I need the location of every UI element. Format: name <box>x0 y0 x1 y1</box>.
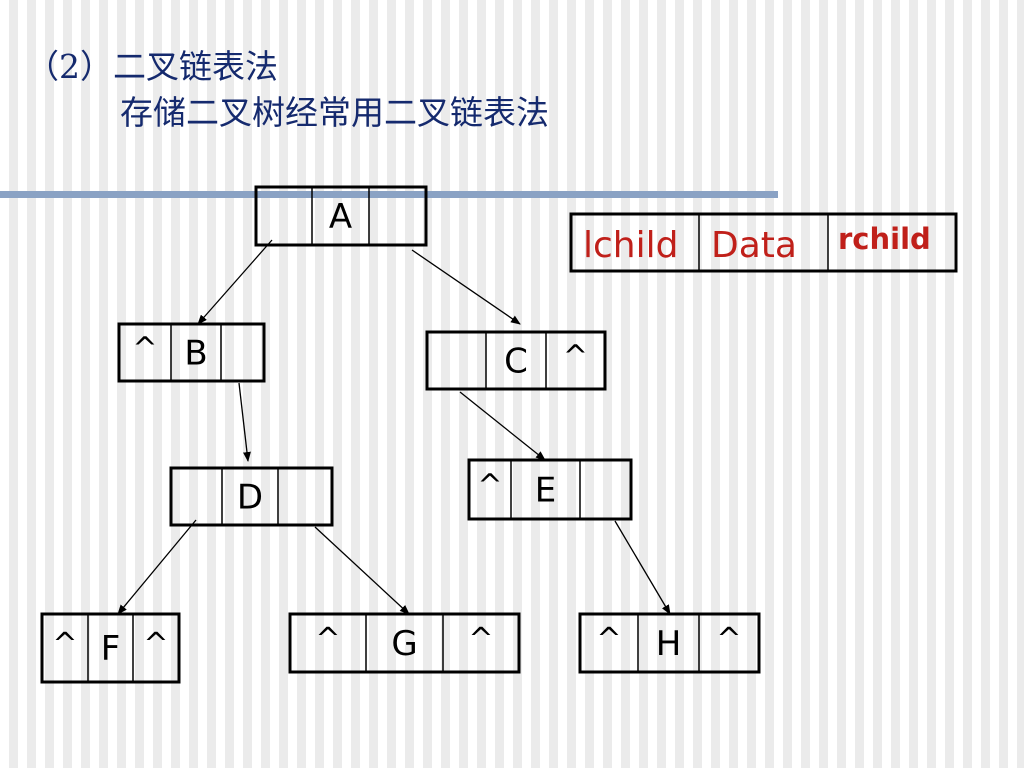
node-c: C^ <box>425 330 607 391</box>
node-f-data: F <box>101 629 121 669</box>
node-b: ^B <box>117 322 266 383</box>
node-e-data: E <box>535 471 556 511</box>
legend-rchild-label: rchild <box>838 222 931 256</box>
edge-a-b <box>197 239 273 325</box>
node-c-right-pointer: ^ <box>563 340 588 375</box>
legend-lchild-label: lchild <box>583 225 678 266</box>
edge-d-f <box>117 519 197 615</box>
node-h-right-pointer: ^ <box>716 622 741 657</box>
edge-c-e <box>459 391 546 461</box>
node-g: ^ G ^ <box>288 612 521 674</box>
legend-node: lchild Data rchild <box>569 212 958 273</box>
node-h-data: H <box>656 624 682 664</box>
node-e: ^E <box>467 458 633 521</box>
slide-subtitle: 存储二叉树经常用二叉链表法 <box>120 93 549 132</box>
slide-title: （2）二叉链表法 <box>26 47 278 86</box>
node-f-right-pointer: ^ <box>143 627 168 662</box>
edge-b-d <box>238 382 251 462</box>
node-b-data: B <box>184 334 207 374</box>
node-d-data: D <box>237 478 263 518</box>
edge-a-c <box>411 249 521 325</box>
node-g-data: G <box>391 624 417 664</box>
node-f: ^ F ^ <box>40 612 181 684</box>
node-h-left-pointer: ^ <box>596 622 621 657</box>
edge-d-g <box>314 526 410 615</box>
edges <box>117 239 671 615</box>
node-e-left-pointer: ^ <box>477 469 502 504</box>
node-c-data: C <box>504 342 528 382</box>
node-a-data: A <box>329 197 352 237</box>
node-f-left-pointer: ^ <box>52 627 77 662</box>
edge-e-h <box>614 520 671 615</box>
node-a: A <box>254 185 428 247</box>
node-h: ^ H ^ <box>578 612 761 674</box>
node-g-right-pointer: ^ <box>468 622 493 657</box>
legend-data-label: Data <box>711 225 797 266</box>
node-g-left-pointer: ^ <box>315 622 340 657</box>
node-d: D <box>169 466 334 527</box>
node-b-left-pointer: ^ <box>132 332 157 367</box>
title-divider <box>0 191 778 198</box>
